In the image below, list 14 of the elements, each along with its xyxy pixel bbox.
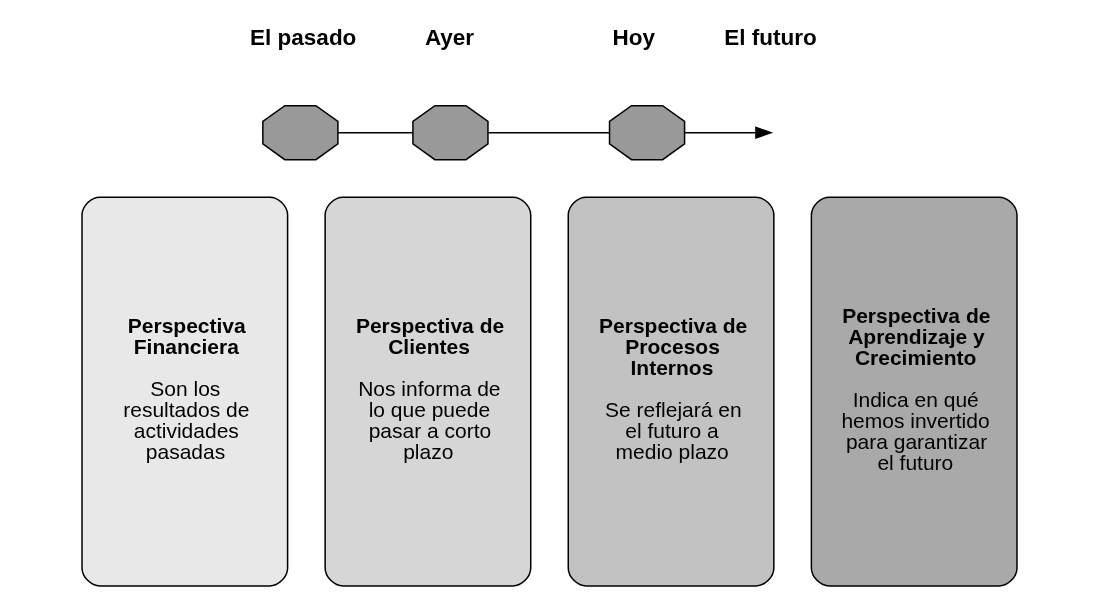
label: Hoy (612, 24, 655, 50)
node-octagon (261, 104, 339, 161)
node-octagon (411, 104, 489, 161)
connector (486, 131, 610, 134)
connector (336, 131, 413, 134)
arrow (683, 126, 773, 139)
node-box: Perspectiva de Procesos Internos Se reflejará en el futuro a medio plazo (567, 196, 775, 587)
node-box: Perspectiva de Aprendizaje y Crecimiento Indica en qué hemos invertido para garantizar el futuro (810, 196, 1018, 587)
node-octagon (608, 104, 685, 161)
label: Ayer (424, 24, 474, 50)
label: El futuro (723, 24, 817, 50)
node-box: Perspectiva de Clientes Nos informa de lo que puede pasar a corto plazo (323, 196, 531, 587)
node-box: Perspectiva Financiera Son los resultados de actividades pasadas (80, 196, 288, 587)
label: El pasado (249, 24, 356, 50)
